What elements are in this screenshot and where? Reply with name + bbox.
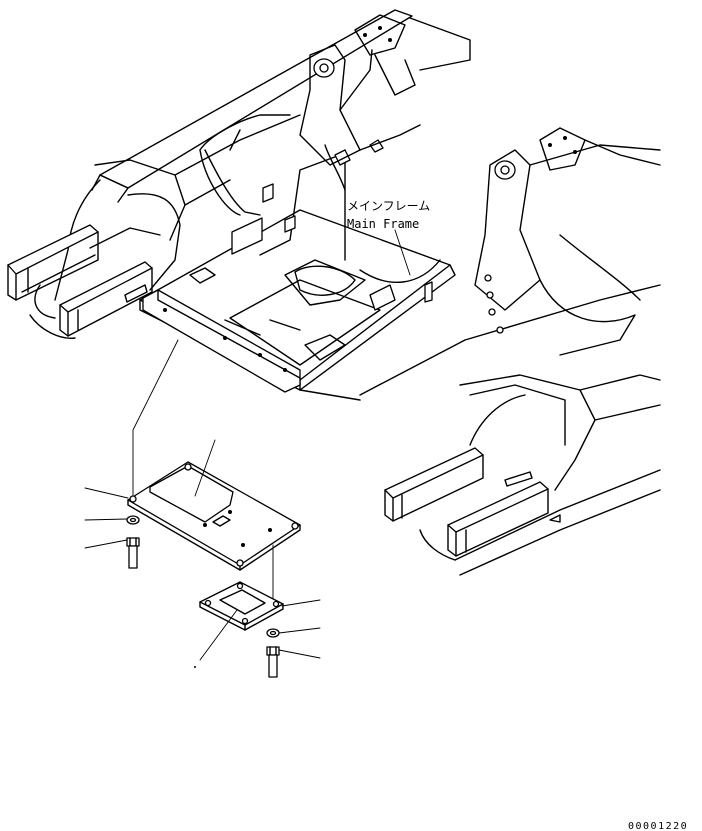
callout-leader-washer-right xyxy=(278,627,321,634)
front-cross-member xyxy=(142,289,301,393)
callout-leader-cover-plate xyxy=(194,439,216,497)
callout-leader-washer-left xyxy=(84,518,128,521)
left-track-frame xyxy=(7,9,471,339)
main-frame-assembly xyxy=(7,9,661,576)
equalizer-post-right xyxy=(474,127,661,356)
main-frame-label-en: Main Frame xyxy=(347,217,419,231)
main-frame-label-jp: メインフレーム xyxy=(347,199,430,213)
assembly-guide-line-1 xyxy=(132,339,179,496)
small-cover-plate xyxy=(199,581,284,631)
large-cover-plate xyxy=(127,461,301,571)
center-frame-body xyxy=(139,139,661,401)
catalog-number: 00001220 xyxy=(628,821,688,831)
callout-leader-plate-left xyxy=(84,487,129,499)
bolt-left xyxy=(126,537,140,569)
right-track-frame xyxy=(384,374,661,576)
hose-line xyxy=(204,149,261,216)
callout-leader-plate-right xyxy=(281,599,321,607)
bolt-right xyxy=(266,646,280,678)
exploded-cover-parts xyxy=(84,339,321,678)
equalizer-post-left xyxy=(199,14,421,216)
washer-right xyxy=(266,628,280,638)
callout-leader-bolt-left xyxy=(84,539,128,549)
callout-leader-bolt-right xyxy=(278,649,321,659)
washer-left xyxy=(126,515,140,525)
callout-leader-small-plate xyxy=(199,609,238,661)
main-frame-leader xyxy=(394,229,411,276)
